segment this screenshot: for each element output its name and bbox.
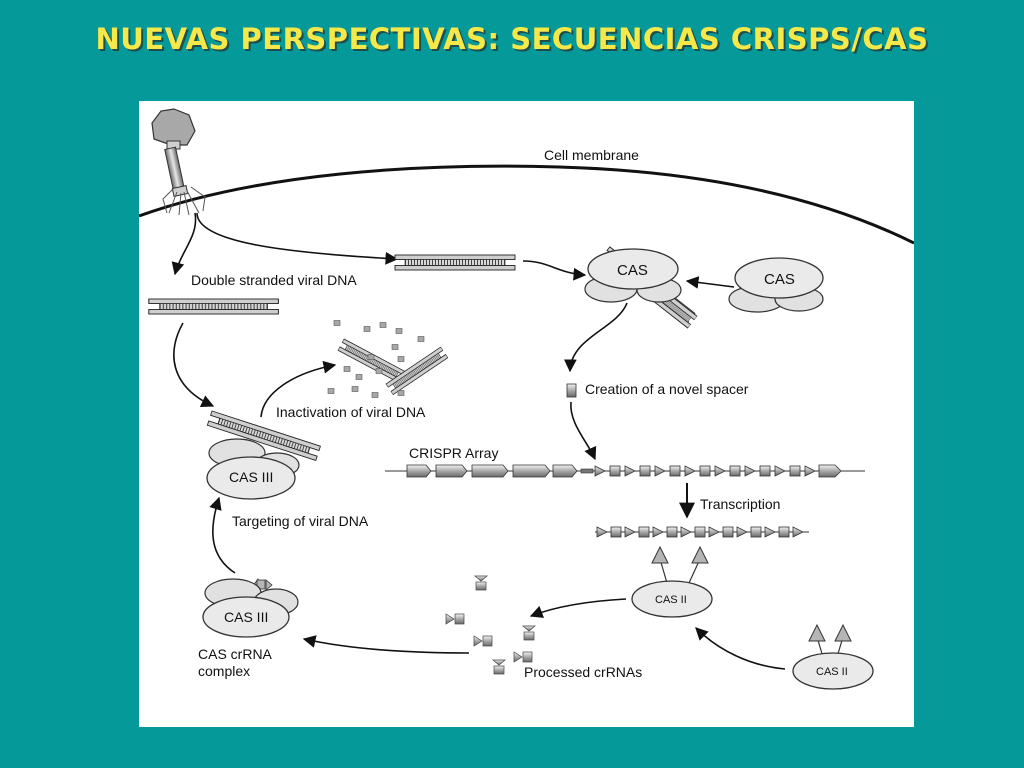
cell-membrane-label: Cell membrane xyxy=(544,147,639,163)
cas3-crrna-complex: CAS III xyxy=(202,578,299,638)
pre-crrna-transcript xyxy=(595,526,809,538)
cas3-targeting-label: CAS III xyxy=(229,469,273,485)
crrna-complex-label-line1: CAS crRNA xyxy=(198,646,273,662)
crrna-complex-label-line2: complex xyxy=(198,663,250,679)
slide-title: NUEVAS PERSPECTIVAS: SECUENCIAS CRISPS/C… xyxy=(95,22,929,56)
transcription-label: Transcription xyxy=(700,496,780,512)
cas3-targeting-complex: CAS III xyxy=(206,410,321,500)
cas3-complex-label: CAS III xyxy=(224,609,268,625)
crispr-array-label: CRISPR Array xyxy=(409,445,498,461)
cas-label: CAS xyxy=(617,262,648,279)
double-stranded-viral-dna xyxy=(148,298,279,315)
cas-free-label: CAS xyxy=(764,271,795,288)
cell-membrane-line xyxy=(139,164,914,245)
double-stranded-label: Double stranded viral DNA xyxy=(191,272,357,288)
cas2-processing-protein: CAS II xyxy=(631,545,713,618)
diagram-panel: Cell membrane CAS CAS C xyxy=(139,101,914,727)
bacteriophage-icon xyxy=(151,108,206,216)
degraded-viral-dna-fragments xyxy=(327,320,449,398)
incoming-viral-dna xyxy=(394,254,516,271)
inactivation-label: Inactivation of viral DNA xyxy=(276,404,426,420)
processed-crrnas-label: Processed crRNAs xyxy=(524,664,642,680)
cas-acquisition-complex: CAS xyxy=(584,246,698,329)
cas2-free-protein: CAS II xyxy=(792,623,874,690)
processed-crrnas xyxy=(445,575,536,675)
novel-spacer-icon xyxy=(566,383,577,398)
crispr-array xyxy=(385,464,865,478)
cas2-free-label: CAS II xyxy=(816,666,848,678)
novel-spacer-label: Creation of a novel spacer xyxy=(585,381,749,397)
targeting-label: Targeting of viral DNA xyxy=(232,513,369,529)
crispr-diagram: Cell membrane CAS CAS C xyxy=(139,108,914,690)
cas2-processing-label: CAS II xyxy=(655,594,687,606)
cas-free-protein: CAS xyxy=(728,257,824,313)
